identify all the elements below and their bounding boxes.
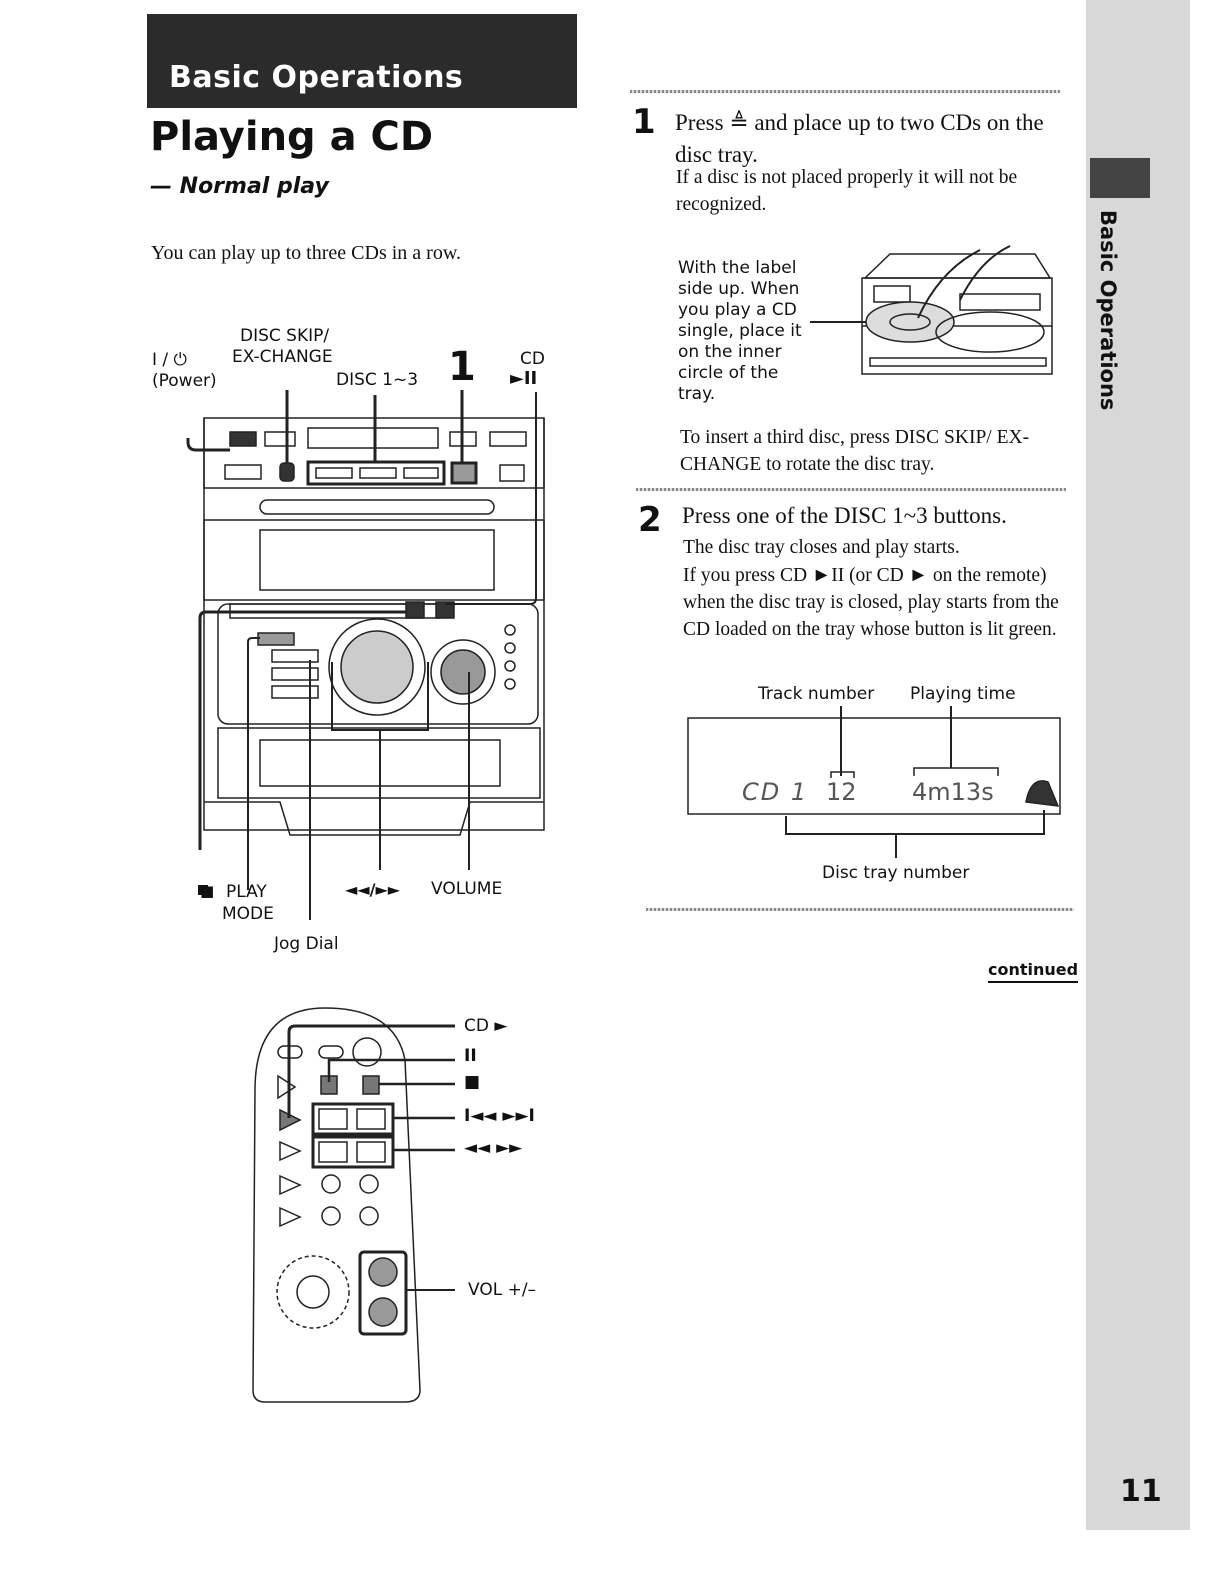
- remote-prev-next-label: I◄◄ ►►I: [464, 1106, 535, 1126]
- cd-stop-highlight: [405, 601, 425, 619]
- eject-icon: ≜: [729, 110, 749, 136]
- remote-illustration: [252, 1007, 455, 1403]
- step1-note: If a disc is not placed properly it will…: [676, 167, 1018, 215]
- remote-vol-buttons: [358, 1250, 408, 1336]
- volume-knob: [430, 639, 496, 705]
- stereo-illustration: [186, 390, 545, 920]
- disc-1-3-buttons: [306, 460, 446, 486]
- remote-stop-label: ■: [464, 1072, 481, 1092]
- remote-pause-label: II: [464, 1046, 477, 1066]
- cd-play-button: [450, 461, 478, 485]
- skip-label: ◄◄/►►: [345, 880, 401, 899]
- power-button: [229, 431, 257, 447]
- step1-title-part: Press: [675, 110, 730, 135]
- divider: [636, 488, 1066, 491]
- track-number-label: Track number: [758, 684, 875, 704]
- step2-detail: If you press CD ►II (or CD ► on the remo…: [683, 565, 1059, 640]
- step1-title: Press ≜ and place up to two CDs on the d…: [675, 107, 1065, 171]
- divider: [646, 908, 1074, 911]
- disc-skip-label: DISC SKIP/: [240, 326, 330, 346]
- stop-icon: ■: [200, 882, 215, 900]
- side-strip: [1086, 0, 1190, 1530]
- jog-dial-label: Jog Dial: [274, 934, 339, 954]
- playing-time-label: Playing time: [910, 684, 1016, 704]
- disc-skip-button: [279, 462, 295, 482]
- display-disc: CD 1: [742, 778, 809, 806]
- section-banner: Basic Operations: [147, 14, 577, 108]
- step-marker: 1: [448, 344, 476, 390]
- remote-vol-label: VOL +/–: [468, 1280, 537, 1300]
- section-label: Basic Operations: [169, 60, 464, 95]
- step2-body: The disc tray closes and play starts.: [683, 537, 960, 558]
- cd-label: CD: [520, 349, 545, 369]
- divider: [630, 90, 1060, 93]
- stop-square-icon: [198, 885, 208, 895]
- step1-title-part-2: and place up to two CDs on the disc tray…: [675, 110, 1044, 167]
- play-mode-button: [257, 632, 295, 646]
- side-tab-marker: [1090, 158, 1150, 198]
- exchange-label: EX-CHANGE: [232, 347, 333, 367]
- remote-rew-ff-label: ◄◄ ►►: [464, 1138, 523, 1158]
- display-time: 4m13s: [912, 778, 994, 806]
- volume-label: VOLUME: [431, 879, 503, 899]
- intro-text: You can play up to three CDs in a row.: [151, 242, 461, 264]
- page-subtitle: — Normal play: [150, 174, 329, 199]
- third-disc-note: To insert a third disc, press DISC SKIP/…: [680, 427, 1030, 475]
- page-number: 11: [1120, 1474, 1162, 1509]
- cd-play-pause-label: ►II: [510, 368, 538, 389]
- disc-tray-illustration: [810, 245, 1053, 375]
- display-panel: [687, 706, 1061, 858]
- remote-cd-play-label: CD ►: [464, 1016, 508, 1036]
- step2-title: Press one of the DISC 1~3 buttons.: [682, 503, 1007, 528]
- page-title: Playing a CD: [150, 114, 434, 160]
- remote-stop-button: [362, 1075, 380, 1095]
- jog-dial: [328, 618, 426, 716]
- side-tab: Basic Operations: [1094, 210, 1124, 420]
- play-mode-label: PLAY: [226, 882, 267, 902]
- remote-search-buttons: [311, 1135, 395, 1169]
- play-mode-label-sub: MODE: [222, 904, 274, 924]
- continued-label: continued: [988, 960, 1079, 983]
- power-label-sub: (Power): [152, 371, 217, 391]
- disc-tray-number-label: Disc tray number: [822, 863, 970, 883]
- display-track: 12: [826, 778, 857, 806]
- power-label: I / ⏻: [152, 350, 187, 370]
- step1-number: 1: [632, 102, 656, 142]
- label-side-note: With the label side up. When you play a …: [678, 258, 802, 404]
- disc-1-3-label: DISC 1~3: [336, 370, 419, 390]
- side-tab-label: Basic Operations: [1096, 210, 1120, 411]
- step2-number: 2: [638, 500, 662, 540]
